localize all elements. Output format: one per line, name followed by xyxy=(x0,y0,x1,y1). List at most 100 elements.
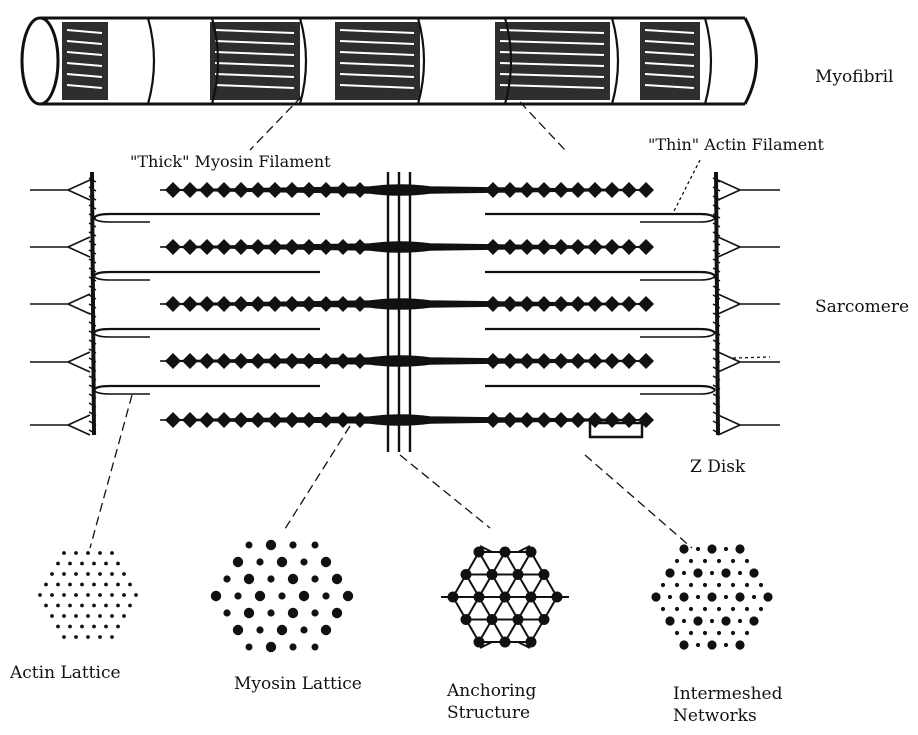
myosin-head xyxy=(604,239,620,255)
myosin-dot xyxy=(320,556,332,568)
actin-dot xyxy=(116,624,120,629)
z-disk-tick xyxy=(712,231,721,237)
z-disk-tick xyxy=(712,303,721,309)
myofibril-cylinder xyxy=(20,16,758,106)
network-actin-dot xyxy=(730,606,736,612)
network-actin-dot xyxy=(751,594,757,600)
network-myosin-dot xyxy=(679,640,689,650)
myosin-head xyxy=(284,239,300,255)
network-actin-dot xyxy=(660,606,666,612)
anchor-node xyxy=(486,614,498,625)
network-actin-dot xyxy=(723,594,729,600)
network-actin-dot xyxy=(674,582,680,588)
thin-filament-right xyxy=(485,384,716,391)
anchor-node xyxy=(473,636,485,648)
network-myosin-dot xyxy=(721,568,731,578)
myosin-head xyxy=(301,353,317,369)
band-boundary xyxy=(416,17,426,105)
actin-dot xyxy=(122,572,126,576)
actin-dot xyxy=(110,635,114,639)
myosin-head xyxy=(553,353,569,369)
myosin-head xyxy=(267,296,283,312)
myosin-dot xyxy=(245,643,253,651)
myosin-head xyxy=(570,412,586,428)
actin-dot xyxy=(116,603,120,608)
z-disk-tick xyxy=(712,357,721,363)
band-boundary xyxy=(610,17,620,105)
band-streak xyxy=(214,84,295,89)
actin-dot xyxy=(86,635,90,639)
z-disk-tick xyxy=(88,231,97,237)
z-disk-tick xyxy=(712,375,721,381)
z-disk-tick xyxy=(712,204,721,210)
z-disk-tick xyxy=(88,339,97,345)
band-streak xyxy=(499,62,605,67)
myosin-head xyxy=(165,182,181,198)
myosin-head xyxy=(216,412,232,428)
myosin-head xyxy=(553,182,569,198)
m-line xyxy=(386,172,412,452)
myosin-head xyxy=(485,412,501,428)
myosin-head xyxy=(519,182,535,198)
network-myosin-dot xyxy=(679,544,689,554)
actin-dot xyxy=(92,603,96,608)
band-streak xyxy=(339,40,415,45)
myosin-head xyxy=(250,239,266,255)
network-actin-dot xyxy=(709,618,715,624)
z-disk-tick xyxy=(88,177,97,183)
myosin-head xyxy=(335,412,351,428)
network-myosin-dot xyxy=(665,568,675,578)
network-myosin-dot xyxy=(665,616,675,626)
thin-actin-filaments xyxy=(93,212,716,395)
myosin-dot xyxy=(232,556,244,568)
myosin-head xyxy=(587,296,603,312)
thin-filament-right-lower xyxy=(640,332,716,338)
leader-intermeshed xyxy=(584,454,693,549)
myosin-head xyxy=(638,239,654,255)
z-disk-tick xyxy=(712,240,721,246)
myosin-head xyxy=(301,182,317,198)
myosin-head xyxy=(553,239,569,255)
z-disk-tick xyxy=(88,204,97,210)
z-disk-tick xyxy=(712,429,721,435)
myosin-head xyxy=(250,353,266,369)
myosin-head xyxy=(536,296,552,312)
myosin-dot xyxy=(276,556,288,568)
network-actin-dot xyxy=(674,630,680,636)
actin-dot xyxy=(86,593,90,597)
myosin-head xyxy=(519,239,535,255)
actin-dot xyxy=(92,561,96,566)
band-streak xyxy=(66,84,103,89)
myosin-head xyxy=(570,353,586,369)
network-actin-dot xyxy=(730,558,736,564)
network-myosin-dot xyxy=(749,616,759,626)
network-actin-dot xyxy=(758,582,764,588)
myofibril-bands xyxy=(62,17,713,105)
myosin-dot xyxy=(320,624,332,636)
myosin-head xyxy=(519,353,535,369)
actin-dot xyxy=(110,614,114,618)
band-streak xyxy=(66,29,103,34)
z-disk-tick xyxy=(88,276,97,282)
band-boundary xyxy=(210,17,220,105)
myosin-dot xyxy=(265,539,277,551)
network-actin-dot xyxy=(737,570,743,576)
actin-dot xyxy=(56,582,60,587)
thin-filament-right-lower xyxy=(640,217,716,223)
z-disk-tick xyxy=(88,402,97,408)
actin-dot xyxy=(74,593,78,597)
anchor-node xyxy=(512,569,524,580)
myosin-head xyxy=(318,239,334,255)
actin-dot xyxy=(92,624,96,629)
band-streak xyxy=(339,51,415,56)
band-streak xyxy=(644,29,695,34)
network-actin-dot xyxy=(688,582,694,588)
z-connector-right xyxy=(717,351,780,373)
actin-dot xyxy=(68,561,72,566)
myosin-lattice-pattern xyxy=(210,539,354,653)
myosin-head xyxy=(216,353,232,369)
myosin-head xyxy=(250,182,266,198)
intermeshed-networks-pattern xyxy=(651,544,773,650)
